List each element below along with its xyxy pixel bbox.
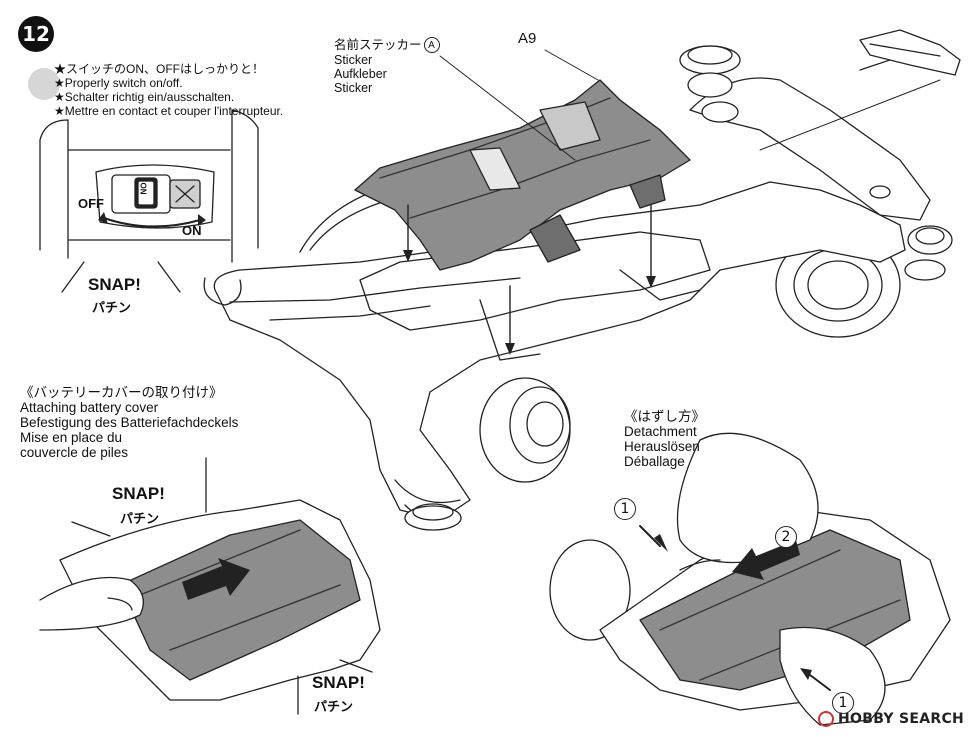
attach-line: Befestigung des Batteriefachdeckels [20,415,239,430]
switch-off-label: OFF [78,196,104,211]
snap-label-bottom: SNAP! [312,673,365,692]
attach-line: Mise en place du [20,430,123,445]
watermark-logo-icon [818,711,834,727]
sticker-line: Aufkleber [334,67,387,81]
snap-label-mid: SNAP! [112,484,165,503]
step-marker-1b: 1 [832,692,854,714]
detach-title-jp: 《はずし方》 [624,409,705,424]
sticker-label: 名前ステッカー A Sticker Aufkleber Sticker [334,37,440,95]
detach-line: Detachment [624,424,697,439]
step-marker-2: 2 [775,526,797,548]
detach-line: Déballage [624,454,685,469]
sticker-circle: A [423,37,440,53]
note-line: ★Schalter richtig ein/ausschalten. [54,90,235,104]
attach-line: couvercle de piles [20,445,129,460]
part-label-a9: A9 [518,30,537,47]
note-line: ★Properly switch on/off. [54,76,183,90]
note-line: ★スイッチのON、OFFはしっかりと！ [54,62,264,76]
step-number-badge: 12 [18,16,54,52]
switch-knob-text: ON [138,182,148,195]
snap-jp-bottom: パチン [314,699,354,714]
snap-jp-mid: パチン [120,511,160,526]
snap-jp-top: パチン [92,300,132,315]
snap-label-top: SNAP! [88,275,141,294]
sticker-line: Sticker [334,81,373,95]
detach-section-text: 《はずし方》 Detachment Herauslösen Déballage [624,409,705,469]
watermark: HOBBY SEARCH [818,711,964,727]
sticker-jp: 名前ステッカー [334,38,422,52]
step-marker-1: 1 [614,498,636,520]
attach-title-jp: 《バッテリーカバーの取り付け》 [20,385,223,400]
watermark-text: HOBBY SEARCH [838,711,965,727]
switch-notes: ★スイッチのON、OFFはしっかりと！ ★Properly switch on/… [54,62,283,118]
attach-line: Attaching battery cover [20,400,159,415]
detach-line: Herauslösen [624,439,700,454]
switch-on-label: ON [182,223,202,238]
attach-section-text: 《バッテリーカバーの取り付け》 Attaching battery cover … [20,385,238,460]
step-number: 12 [22,22,50,46]
note-line: ★Mettre en contact et couper l'interrupt… [54,104,284,118]
sticker-line: Sticker [334,53,373,67]
